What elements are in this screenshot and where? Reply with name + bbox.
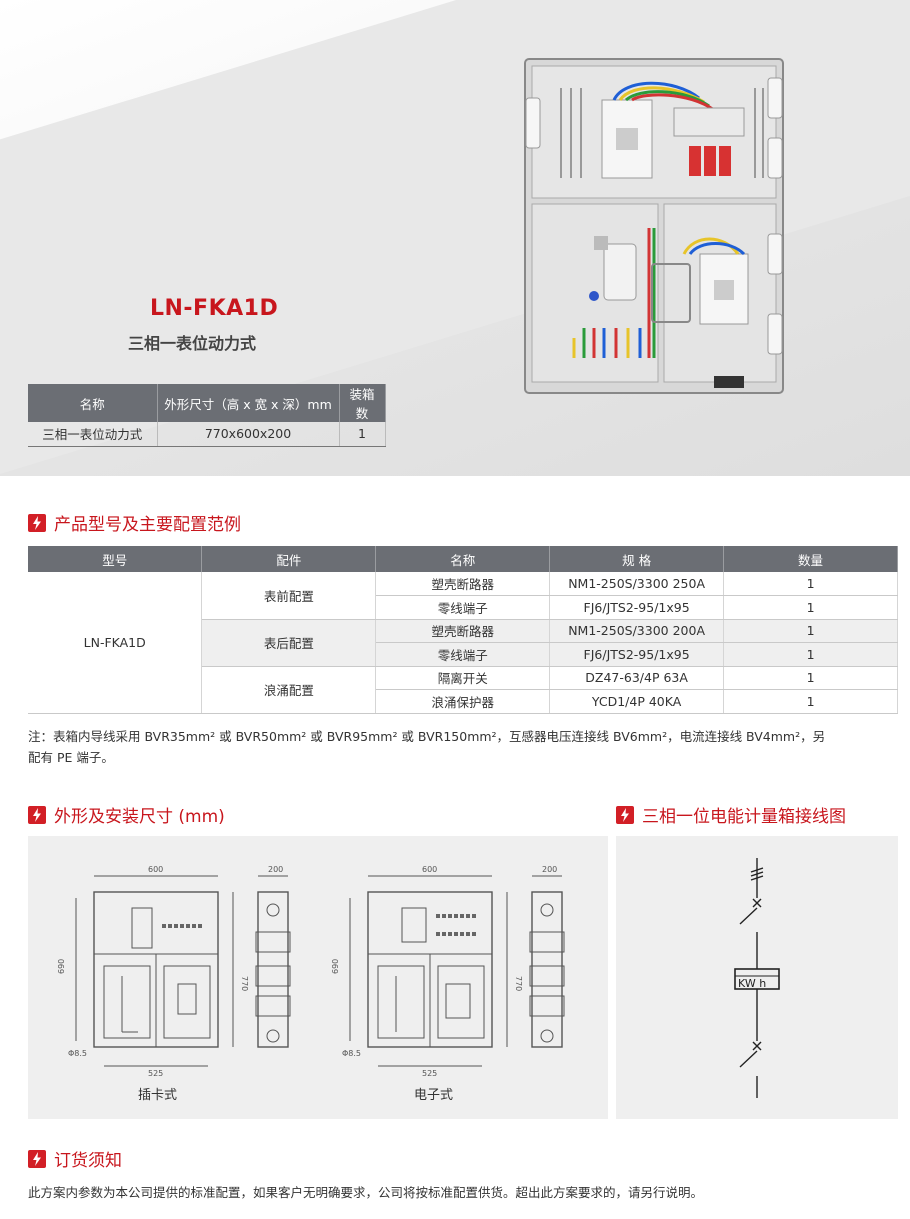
cfg-cell-spec: FJ6/JTS2-95/1x95 bbox=[549, 595, 725, 620]
spec-header-size: 外形尺寸（高 x 宽 x 深）mm bbox=[157, 384, 340, 422]
dim-height-inner-right: 690 bbox=[331, 959, 340, 974]
cfg-cell-part: 浪涌配置 bbox=[201, 666, 377, 714]
cfg-header-part: 配件 bbox=[201, 546, 377, 572]
section-config-title: 产品型号及主要配置范例 bbox=[54, 515, 241, 535]
dim-hole-right: Φ8.5 bbox=[342, 1049, 361, 1058]
spec-cell-qty: 1 bbox=[339, 422, 386, 447]
caption-card-type: 插卡式 bbox=[138, 1088, 178, 1103]
note-line-1: 注：表箱内导线采用 BVR35mm² 或 BVR50mm² 或 BVR95mm²… bbox=[28, 729, 826, 744]
wiring-diagram-panel: KW h bbox=[616, 836, 898, 1119]
dim-height-left: 770 bbox=[240, 976, 249, 991]
dim-width-right: 600 bbox=[422, 865, 437, 874]
cfg-cell-name: 隔离开关 bbox=[375, 666, 551, 690]
cfg-cell-spec: FJ6/JTS2-95/1x95 bbox=[549, 642, 725, 667]
cfg-cell-name: 塑壳断路器 bbox=[375, 619, 551, 643]
lightning-icon bbox=[28, 513, 46, 532]
cfg-header-spec: 规 格 bbox=[549, 546, 725, 572]
section-dimensions-title: 外形及安装尺寸 (mm) bbox=[54, 807, 225, 827]
kwh-meter-label: KW h bbox=[738, 977, 766, 990]
lightning-icon bbox=[28, 805, 46, 824]
dim-height-inner-left: 690 bbox=[57, 959, 66, 974]
dimension-drawing-panel: 600 200 690 770 525 Φ8.5 600 200 690 770… bbox=[28, 836, 608, 1119]
dim-height-right: 770 bbox=[514, 976, 523, 991]
cfg-cell-name: 零线端子 bbox=[375, 595, 551, 620]
spec-table: 名称 外形尺寸（高 x 宽 x 深）mm 装箱数 三相一表位动力式 770x60… bbox=[28, 384, 386, 447]
config-table: 型号 配件 名称 规 格 数量 LN-FKA1D 表前配置 塑壳断路器 NM1-… bbox=[28, 546, 898, 714]
dim-depth-left: 200 bbox=[268, 865, 283, 874]
cfg-cell-spec: NM1-250S/3300 200A bbox=[549, 619, 725, 643]
cfg-cell-qty: 1 bbox=[723, 642, 898, 667]
cfg-header-model: 型号 bbox=[28, 546, 203, 572]
spec-cell-size: 770x600x200 bbox=[157, 422, 340, 447]
table-row: 表后配置 塑壳断路器 NM1-250S/3300 200A 1 bbox=[28, 619, 898, 667]
section-config-heading: 产品型号及主要配置范例 bbox=[28, 510, 241, 535]
section-dimensions-heading: 外形及安装尺寸 (mm) bbox=[28, 802, 225, 827]
cfg-cell-spec: YCD1/4P 40KA bbox=[549, 689, 725, 714]
cfg-cell-qty: 1 bbox=[723, 595, 898, 620]
lightning-icon bbox=[28, 1149, 46, 1168]
table-row: 零线端子 FJ6/JTS2-95/1x95 1 bbox=[28, 642, 898, 667]
lightning-icon bbox=[616, 805, 634, 824]
dim-width-left: 600 bbox=[148, 865, 163, 874]
cfg-cell-qty: 1 bbox=[723, 619, 898, 643]
cfg-cell-name: 浪涌保护器 bbox=[375, 689, 551, 714]
model-subtitle: 三相一表位动力式 bbox=[128, 334, 257, 353]
dim-hole-left: Φ8.5 bbox=[68, 1049, 87, 1058]
cfg-cell-part: 表前配置 bbox=[201, 572, 377, 620]
product-photo bbox=[524, 58, 784, 394]
cfg-cell-part: 表后配置 bbox=[201, 619, 377, 667]
dim-base-left: 525 bbox=[148, 1069, 163, 1078]
config-note: 注：表箱内导线采用 BVR35mm² 或 BVR50mm² 或 BVR95mm²… bbox=[28, 726, 898, 768]
cfg-cell-name: 塑壳断路器 bbox=[375, 572, 551, 596]
cfg-cell-spec: DZ47-63/4P 63A bbox=[549, 666, 725, 690]
wiring-diagram: KW h bbox=[734, 858, 780, 1098]
cfg-cell-qty: 1 bbox=[723, 666, 898, 690]
section-order-heading: 订货须知 bbox=[28, 1146, 122, 1171]
section-wiring-title: 三相一位电能计量箱接线图 bbox=[642, 807, 846, 827]
table-row: 浪涌配置 隔离开关 DZ47-63/4P 63A 1 bbox=[28, 666, 898, 714]
note-line-2: 配有 PE 端子。 bbox=[28, 750, 114, 765]
spec-cell-name: 三相一表位动力式 bbox=[28, 422, 158, 447]
cfg-cell-qty: 1 bbox=[723, 689, 898, 714]
cfg-cell-name: 零线端子 bbox=[375, 642, 551, 667]
dim-depth-right: 200 bbox=[542, 865, 557, 874]
spec-header-name: 名称 bbox=[28, 384, 158, 422]
cfg-header-name: 名称 bbox=[375, 546, 551, 572]
spec-header-qty: 装箱数 bbox=[339, 384, 386, 422]
dim-base-right: 525 bbox=[422, 1069, 437, 1078]
cfg-cell-spec: NM1-250S/3300 250A bbox=[549, 572, 725, 596]
order-notice-text: 此方案内参数为本公司提供的标准配置，如果客户无明确要求，公司将按标准配置供货。超… bbox=[28, 1185, 704, 1200]
table-row: LN-FKA1D 表前配置 塑壳断路器 NM1-250S/3300 250A 1 bbox=[28, 572, 898, 714]
dimension-drawing: 600 200 690 770 525 Φ8.5 600 200 690 770… bbox=[57, 865, 565, 1078]
caption-electronic-type: 电子式 bbox=[414, 1088, 454, 1103]
section-order-title: 订货须知 bbox=[54, 1151, 122, 1171]
cfg-cell-model: LN-FKA1D bbox=[28, 572, 203, 714]
model-title: LN-FKA1D bbox=[150, 296, 279, 321]
table-row: 浪涌保护器 YCD1/4P 40KA 1 bbox=[28, 689, 898, 714]
cfg-header-qty: 数量 bbox=[723, 546, 898, 572]
table-row: 零线端子 FJ6/JTS2-95/1x95 1 bbox=[28, 595, 898, 620]
section-wiring-heading: 三相一位电能计量箱接线图 bbox=[616, 802, 846, 827]
cfg-cell-qty: 1 bbox=[723, 572, 898, 596]
